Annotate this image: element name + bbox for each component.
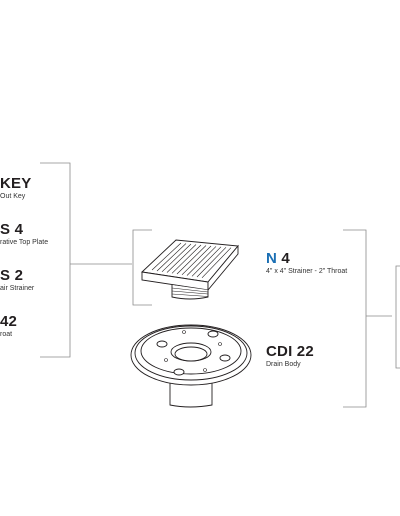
left-bracket: [40, 162, 71, 358]
left-item-1: KEY Out Key: [0, 176, 31, 201]
strainer-side: [207, 244, 239, 292]
left-item-3-code: S 2: [0, 267, 24, 284]
flange-pins: [164, 330, 222, 372]
center-left-bracket: [132, 229, 152, 306]
drain-hole-inner: [174, 346, 208, 362]
strainer-label: N 4 4" x 4" Strainer - 2" Throat: [266, 251, 347, 276]
left-item-1-desc: Out Key: [0, 193, 26, 200]
center-right-bracket: [343, 229, 367, 408]
strainer-desc: 4" x 4" Strainer - 2" Throat: [266, 268, 348, 275]
drain-body-illustration: [130, 324, 252, 408]
drain-pipe: [169, 380, 213, 408]
strainer-throat: [171, 285, 209, 300]
strainer-illustration: [141, 239, 239, 300]
left-item-3-desc: air Strainer: [0, 285, 35, 292]
left-item-4-code: 42: [0, 313, 18, 330]
left-item-3: S 2 air Strainer: [0, 268, 34, 293]
left-item-2: S 4 rative Top Plate: [0, 222, 48, 247]
strainer-threads: [171, 287, 209, 297]
left-item-2-desc: rative Top Plate: [0, 239, 49, 246]
drain-body-desc: Drain Body: [266, 361, 301, 368]
left-item-1-code: KEY: [0, 175, 32, 192]
drain-body-label: CDI 22 Drain Body: [266, 344, 314, 369]
strainer-code-prefix: N: [266, 250, 278, 267]
flange-screws: [156, 330, 231, 376]
left-item-4: 42 roat: [0, 314, 17, 339]
strainer-code-suffix: 4: [277, 250, 290, 267]
right-bracket: [366, 265, 400, 369]
bracket-lines: [40, 162, 400, 408]
drain-body-code: CDI 22: [266, 343, 314, 360]
strainer-slots: [151, 242, 232, 279]
left-item-4-desc: roat: [0, 331, 13, 338]
strainer-code: N 4: [266, 251, 347, 267]
left-item-2-code: S 4: [0, 221, 24, 238]
